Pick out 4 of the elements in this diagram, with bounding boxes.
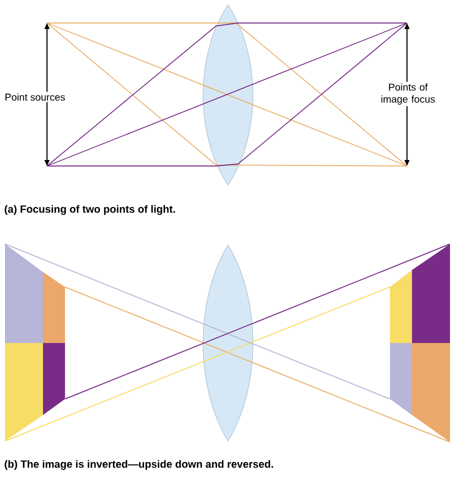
side-label: Points of image focus xyxy=(370,82,446,106)
caption: (b) The image is inverted—upside down and reversed. xyxy=(4,460,274,470)
caption: (a) Focusing of two points of light. xyxy=(4,205,175,215)
side-label: Point sources xyxy=(3,92,67,102)
